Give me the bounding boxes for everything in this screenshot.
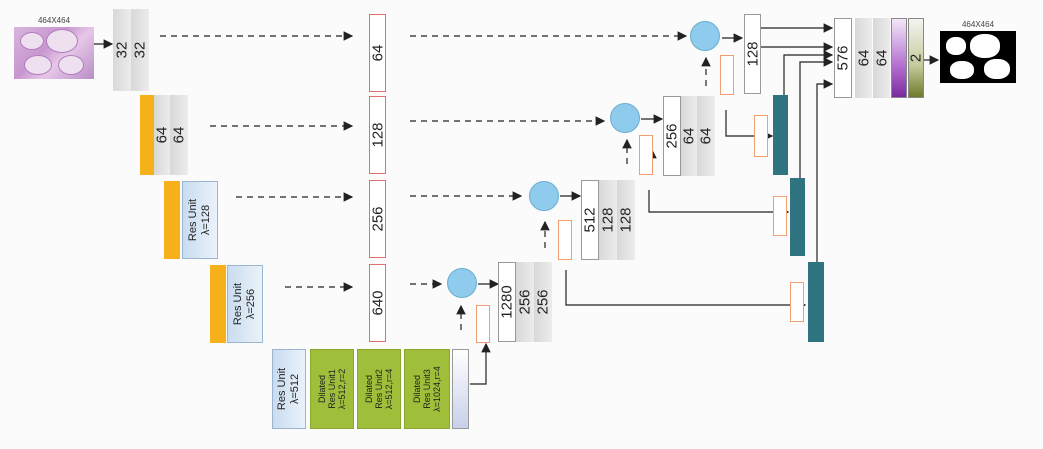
final-conv2: 64: [873, 18, 890, 98]
concat-circle-2: [610, 103, 640, 133]
output-caption: 464X464: [961, 20, 995, 29]
solid-arrow-6: [648, 190, 790, 217]
final-conv1: 64: [855, 18, 872, 98]
bottom-output-block: [452, 349, 469, 429]
concat-circle-4: [447, 268, 477, 298]
enc2-conv1: 64: [154, 95, 171, 175]
skip-block-640: 640: [369, 264, 386, 342]
dec4-concat: 1280: [498, 262, 516, 342]
enc1-conv1: 32: [113, 9, 131, 91]
skip-block-128: 128: [369, 96, 386, 174]
dec3-concat: 512: [581, 180, 599, 260]
final-concat: 576: [834, 18, 852, 98]
enc4-yellow-block: [210, 265, 226, 343]
enc2-conv2: 64: [170, 95, 188, 175]
side-box-3: [790, 282, 804, 322]
dec2-conv1: 64: [681, 96, 698, 176]
dec2-concat: 256: [663, 96, 681, 176]
skip-block-64: 64: [369, 14, 386, 92]
enc2-yellow-block: [140, 95, 154, 175]
dec3-conv1: 128: [599, 180, 617, 260]
solid-arrow-5: [565, 270, 807, 310]
upsample-box-4: [476, 305, 490, 343]
dec4-conv1: 256: [516, 262, 534, 342]
dec2-conv2: 64: [697, 96, 715, 176]
concat-circle-3: [529, 181, 559, 211]
skip-block-256: 256: [369, 180, 386, 258]
enc3-yellow-block: [164, 181, 180, 259]
teal-block-1: [773, 95, 788, 175]
dec3-conv2: 128: [617, 180, 635, 260]
enc1-conv2: 32: [131, 9, 149, 91]
upsample-box-2: [639, 135, 653, 175]
concat-circle-1: [690, 21, 720, 51]
final-output-block: 2: [908, 18, 925, 98]
output-segmentation-mask: [940, 31, 1016, 83]
dec4-conv2: 256: [534, 262, 552, 342]
upsample-box-1: [720, 55, 734, 95]
dec1-block: 128: [744, 14, 761, 94]
solid-arrow-12: [799, 57, 834, 178]
bottom-up-arrow: [470, 342, 491, 385]
input-histology-image: [14, 27, 94, 79]
side-box-2: [773, 196, 787, 236]
teal-block-2: [790, 178, 805, 256]
input-caption: 464X464: [37, 16, 71, 25]
solid-arrow-11: [783, 50, 834, 95]
teal-block-3: [808, 262, 824, 342]
solid-arrow-13: [816, 79, 834, 262]
side-box-1: [754, 115, 768, 157]
upsample-box-3: [558, 220, 572, 260]
final-purple-block: [891, 18, 907, 98]
